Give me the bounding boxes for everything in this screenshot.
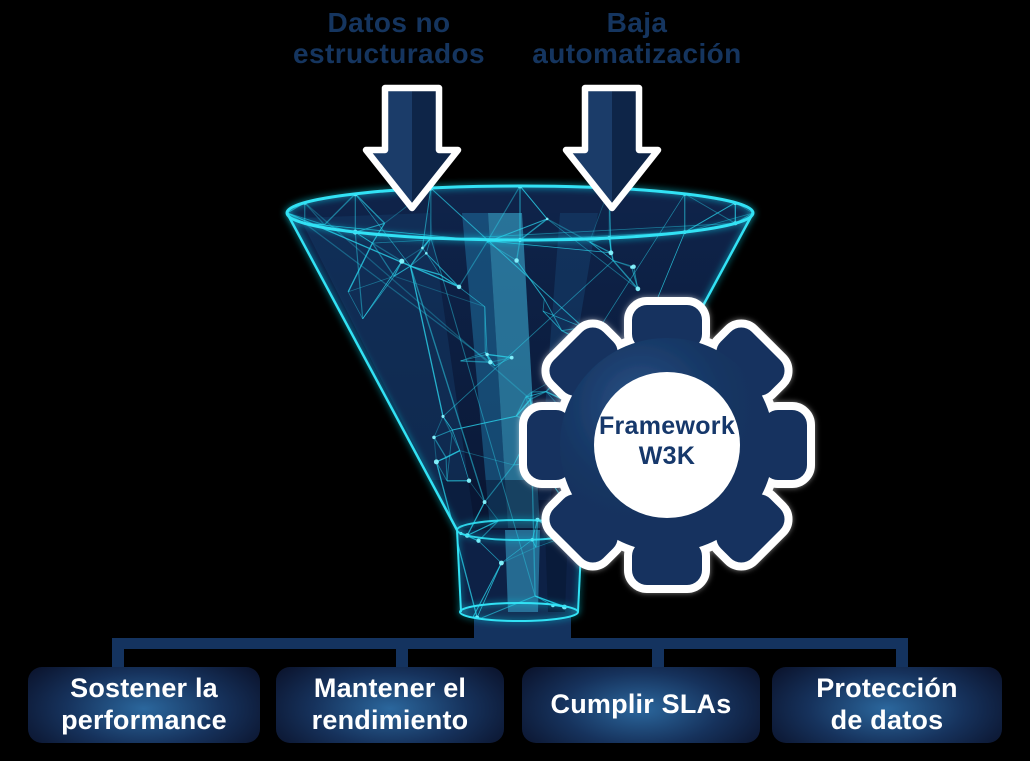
output-box-cumplir-slas: Cumplir SLAs — [522, 667, 760, 743]
connector-drop — [396, 645, 408, 670]
output-box-label: Sostener la performance — [61, 673, 227, 735]
input-label-unstructured-data: Datos no estructurados — [293, 7, 485, 69]
input-arrows — [362, 84, 662, 212]
output-box-mantener-rendimiento: Mantener el rendimiento — [276, 667, 504, 743]
gear-center-disc — [594, 372, 740, 518]
output-box-label: Protección de datos — [816, 673, 958, 735]
output-box-sostener-performance: Sostener la performance — [28, 667, 260, 743]
connector-bar — [112, 638, 908, 649]
input-label-low-automation: Baja automatización — [532, 7, 742, 69]
connector-drop — [652, 645, 664, 670]
down-arrow-icon — [562, 84, 662, 212]
output-box-proteccion-datos: Protección de datos — [772, 667, 1002, 743]
connector-drop — [112, 645, 124, 670]
gear-label: Framework W3K — [598, 412, 736, 470]
output-box-label: Cumplir SLAs — [550, 689, 732, 720]
gear-icon — [519, 297, 815, 593]
connector-drop — [896, 645, 908, 670]
down-arrow-icon — [362, 84, 462, 212]
output-box-label: Mantener el rendimiento — [311, 673, 469, 735]
